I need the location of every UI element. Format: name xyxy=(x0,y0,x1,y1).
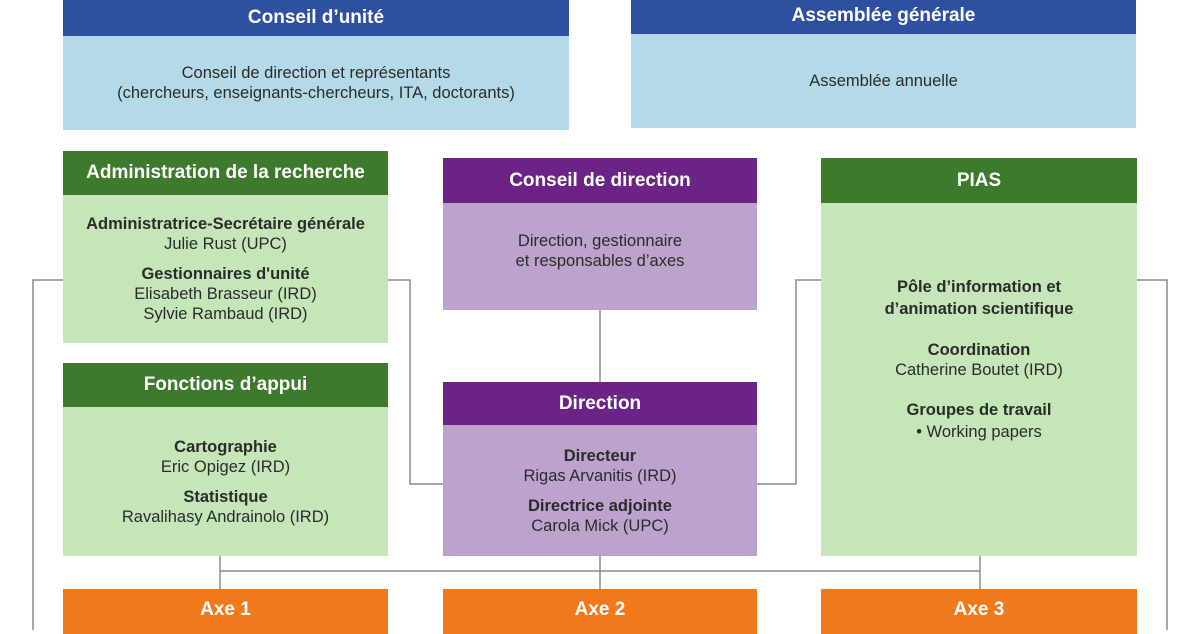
appui-person2: Ravalihasy Andrainolo (IRD) xyxy=(121,507,330,526)
axe2-header: Axe 2 xyxy=(443,589,757,634)
assemblee-box: Assemblée générale Assemblée annuelle xyxy=(631,0,1136,128)
admin-title: Administration de la recherche xyxy=(86,162,365,183)
axe2-title: Axe 2 xyxy=(574,598,626,620)
admin-role2: Gestionnaires d'unité xyxy=(141,265,310,283)
assemblee-line1: Assemblée annuelle xyxy=(809,72,958,90)
conseil-unite-line2: (chercheurs, enseignants-chercheurs, ITA… xyxy=(117,84,515,102)
admin-header: Administration de la recherche xyxy=(63,151,388,195)
admin-person2a: Elisabeth Brasseur (IRD) xyxy=(134,285,317,303)
direction-role1: Directeur xyxy=(563,446,637,465)
axe1-box: Axe 1 xyxy=(63,589,388,634)
admin-person2b: Sylvie Rambaud (IRD) xyxy=(143,305,308,323)
axe3-box: Axe 3 xyxy=(821,589,1137,634)
pias-role1: Coordination xyxy=(927,341,1031,359)
admin-body: Administratrice-Secrétaire générale Juli… xyxy=(63,195,388,343)
conseil-direction-line2: et responsables d’axes xyxy=(515,252,685,270)
direction-title: Direction xyxy=(558,392,642,414)
assemblee-body: Assemblée annuelle xyxy=(631,34,1136,128)
connector-left-outer xyxy=(32,279,63,630)
appui-box: Fonctions d’appui Cartographie Eric Opig… xyxy=(63,363,388,556)
axe2-box: Axe 2 xyxy=(443,589,757,634)
conseil-unite-header: Conseil d’unité xyxy=(63,0,569,36)
direction-header: Direction xyxy=(443,382,757,425)
axe1-header: Axe 1 xyxy=(63,589,388,634)
appui-header: Fonctions d’appui xyxy=(63,363,388,407)
admin-person1: Julie Rust (UPC) xyxy=(164,235,287,253)
connector-direction-pias xyxy=(757,279,821,485)
admin-role1: Administratrice-Secrétaire générale xyxy=(86,215,365,233)
appui-body: Cartographie Eric Opigez (IRD) Statistiq… xyxy=(63,407,388,556)
pias-person1: Catherine Boutet (IRD) xyxy=(895,361,1063,379)
pias-pole-line2: d’animation scientifique xyxy=(884,300,1074,318)
pias-role2: Groupes de travail xyxy=(906,401,1052,419)
axe3-title: Axe 3 xyxy=(953,598,1005,620)
conseil-unite-box: Conseil d’unité Conseil de direction et … xyxy=(63,0,569,130)
pias-item1: • Working papers xyxy=(916,423,1042,441)
connector-admin-direction xyxy=(388,279,443,485)
direction-body: Directeur Rigas Arvanitis (IRD) Directri… xyxy=(443,425,757,556)
assemblee-title: Assemblée générale xyxy=(791,5,976,26)
assemblee-header: Assemblée générale xyxy=(631,0,1136,34)
conseil-direction-title: Conseil de direction xyxy=(509,169,691,191)
pias-header: PIAS xyxy=(821,158,1137,203)
appui-person1: Eric Opigez (IRD) xyxy=(160,457,291,476)
conseil-direction-line1: Direction, gestionnaire xyxy=(517,232,683,250)
pias-pole-line1: Pôle d’information et xyxy=(896,278,1062,296)
axe3-header: Axe 3 xyxy=(821,589,1137,634)
conseil-direction-body: Direction, gestionnaire et responsables … xyxy=(443,203,757,310)
direction-person2: Carola Mick (UPC) xyxy=(531,516,669,535)
admin-box: Administration de la recherche Administr… xyxy=(63,151,388,343)
conseil-unite-line1: Conseil de direction et représentants xyxy=(181,64,451,82)
pias-body: Pôle d’information et d’animation scient… xyxy=(821,203,1137,556)
conseil-direction-header: Conseil de direction xyxy=(443,158,757,203)
pias-box: PIAS Pôle d’information et d’animation s… xyxy=(821,158,1137,556)
direction-role2: Directrice adjointe xyxy=(528,496,672,515)
direction-person1: Rigas Arvanitis (IRD) xyxy=(523,466,677,485)
appui-title: Fonctions d’appui xyxy=(143,374,308,395)
conseil-direction-box: Conseil de direction Direction, gestionn… xyxy=(443,158,757,310)
axe1-title: Axe 1 xyxy=(200,598,251,620)
direction-box: Direction Directeur Rigas Arvanitis (IRD… xyxy=(443,382,757,556)
conseil-unite-title: Conseil d’unité xyxy=(247,7,385,28)
pias-title: PIAS xyxy=(956,169,1002,191)
connector-right-outer xyxy=(1137,279,1168,630)
appui-role2: Statistique xyxy=(183,487,268,506)
conseil-unite-body: Conseil de direction et représentants (c… xyxy=(63,36,569,130)
appui-role1: Cartographie xyxy=(174,437,277,456)
